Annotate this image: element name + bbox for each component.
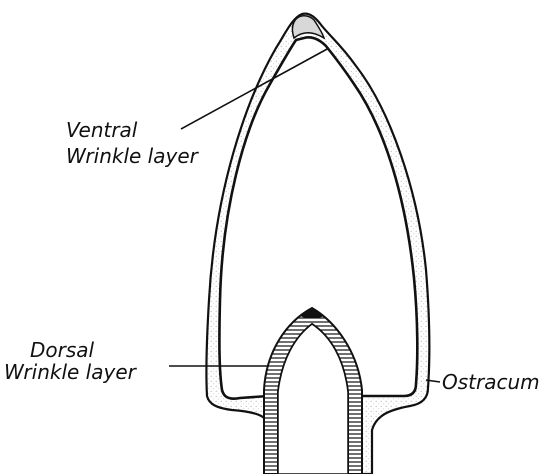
dorsal-label-line1: Dorsal (30, 338, 95, 362)
ostracum-label: Ostracum (442, 370, 540, 394)
ventral-label-line2: Wrinkle layer (66, 144, 200, 168)
dorsal-label-line2: Wrinkle layer (4, 360, 138, 384)
ventral-label-line1: Ventral (66, 118, 138, 142)
